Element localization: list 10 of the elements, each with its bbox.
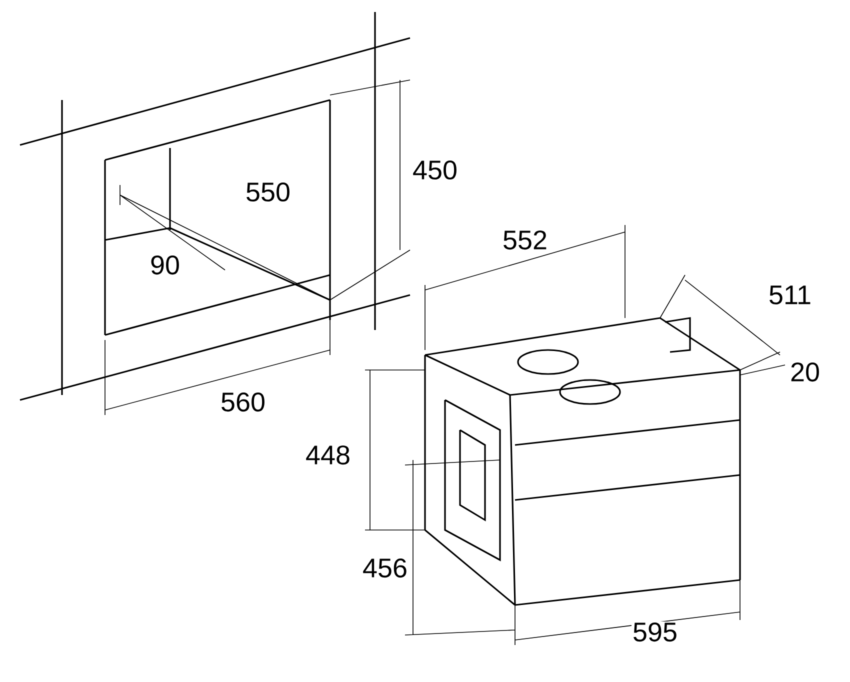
dimension-label: 511 bbox=[768, 284, 813, 306]
dimension-label: 550 bbox=[244, 181, 292, 203]
dimension-label: 560 bbox=[219, 391, 267, 413]
dimension-label: 20 bbox=[789, 361, 822, 383]
dimension-label: 456 bbox=[361, 557, 409, 579]
dimension-label: 450 bbox=[411, 159, 459, 181]
dimension-label: 552 bbox=[501, 229, 549, 251]
dimension-label: 448 bbox=[304, 444, 352, 466]
dimension-label: 90 bbox=[149, 254, 182, 276]
dimension-label: 595 bbox=[631, 621, 679, 643]
